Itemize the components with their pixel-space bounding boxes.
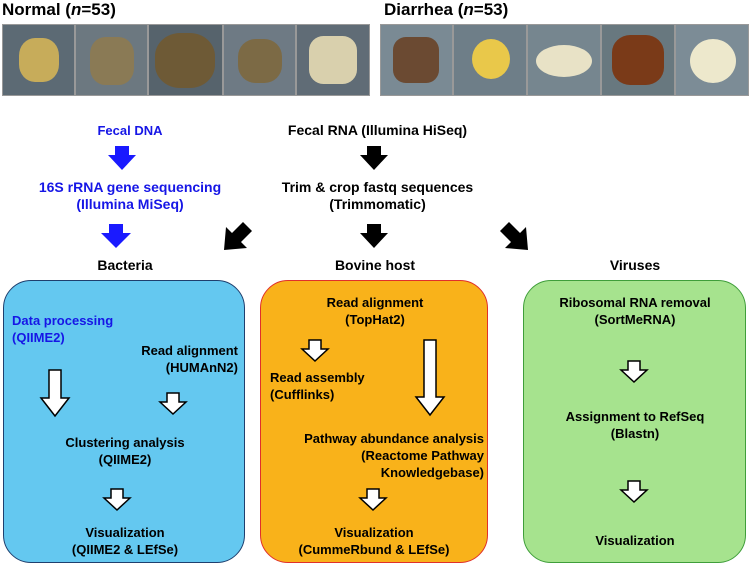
down-arrow-icon (360, 146, 388, 170)
trim-crop-title: Trim & crop fastq sequences (281, 179, 474, 195)
viruses-panel (523, 280, 746, 563)
diarrhea-stool-photo-1 (380, 24, 453, 96)
rrna-removal-title: Ribosomal RNA removal (559, 295, 711, 310)
host-read-alignment-title: Read alignment (326, 295, 424, 310)
normal-stool-photo-2 (75, 24, 148, 96)
trim-crop-step: Trim & crop fastq sequences (Trimmomatic… (245, 179, 510, 213)
normal-stool-photo-4 (223, 24, 296, 96)
bovine-host-label: Bovine host (334, 257, 416, 273)
stool-sample (309, 36, 357, 84)
stool-sample (690, 39, 736, 83)
diarrhea-group-header: Diarrhea (n=53) (384, 0, 508, 20)
refseq-assignment-step: Assignment to RefSeq (Blastn) (530, 408, 740, 442)
clustering-tool: (QIIME2) (98, 452, 152, 467)
bacteria-visualization-step: Visualization (QIIME2 & LEfSe) (20, 524, 230, 558)
read-alignment-step: Read alignment (HUMAnN2) (110, 342, 240, 376)
n-value: =53) (473, 0, 509, 19)
data-processing-step: Data processing (QIIME2) (12, 312, 113, 346)
viruses-label: Viruses (609, 257, 661, 273)
data-processing-title: Data processing (12, 313, 114, 328)
read-alignment-title: Read alignment (141, 343, 238, 358)
visualization-tool: (QIIME2 & LEfSe) (71, 542, 179, 557)
read-alignment-tool: (HUMAnN2) (165, 360, 238, 375)
16s-sequencing-step: 16S rRNA gene sequencing (Illumina MiSeq… (20, 179, 240, 213)
fecal-rna-step: Fecal RNA (Illumina HiSeq) (287, 122, 468, 138)
pathway-tool-line1: (Reactome Pathway (361, 448, 484, 463)
stool-sample (19, 38, 59, 82)
pathway-title: Pathway abundance analysis (304, 431, 484, 446)
read-assembly-title: Read assembly (270, 370, 365, 385)
clustering-title: Clustering analysis (65, 435, 185, 450)
trim-crop-tool: (Trimmomatic) (329, 196, 426, 212)
data-processing-tool: (QIIME2) (12, 330, 65, 345)
normal-stool-photo-5 (296, 24, 370, 96)
16s-sequencing-title: 16S rRNA gene sequencing (38, 179, 222, 195)
stool-sample (238, 39, 282, 83)
down-right-arrow-icon (500, 222, 528, 250)
fecal-dna-step: Fecal DNA (97, 123, 163, 138)
hollow-down-arrow-icon (158, 392, 188, 416)
n-symbol: n (463, 0, 474, 19)
diarrhea-stool-photo-4 (601, 24, 675, 96)
pathway-abundance-step: Pathway abundance analysis (Reactome Pat… (268, 430, 490, 481)
diarrhea-stool-photo-5 (675, 24, 749, 96)
bovine-host-panel (260, 280, 488, 563)
normal-stool-photo-1 (2, 24, 75, 96)
diarrhea-stool-photo-2 (453, 24, 527, 96)
clustering-analysis-step: Clustering analysis (QIIME2) (20, 434, 230, 468)
assignment-tool: (Blastn) (610, 426, 660, 441)
host-visualization-step: Visualization (CummeRbund & LEfSe) (270, 524, 478, 558)
assignment-title: Assignment to RefSeq (565, 409, 705, 424)
pathway-tool-line2: Knowledgebase) (380, 465, 484, 480)
stool-sample (393, 37, 439, 83)
stool-sample (90, 37, 134, 85)
hollow-down-arrow-icon (619, 360, 649, 384)
read-assembly-tool: (Cufflinks) (270, 387, 335, 402)
n-value: =53) (81, 0, 116, 19)
stool-sample (155, 33, 215, 88)
bacteria-label: Bacteria (97, 257, 153, 273)
bacteria-panel (3, 280, 245, 563)
host-read-alignment-step: Read alignment (TopHat2) (275, 294, 475, 328)
stool-sample (536, 45, 592, 77)
diarrhea-label: Diarrhea ( (384, 0, 464, 19)
hollow-down-arrow-icon (300, 339, 330, 363)
down-arrow-icon (101, 224, 131, 248)
normal-group-header: Normal (n=53) (2, 0, 116, 20)
hollow-down-arrow-icon (358, 488, 388, 512)
down-arrow-icon (108, 146, 136, 170)
normal-label: Normal ( (2, 0, 71, 19)
normal-stool-photo-3 (148, 24, 223, 96)
n-symbol: n (70, 0, 82, 19)
stool-sample (612, 35, 664, 85)
hollow-down-arrow-icon (414, 339, 446, 417)
visualization-title: Visualization (85, 525, 165, 540)
hollow-down-arrow-icon (102, 488, 132, 512)
down-left-arrow-icon (224, 222, 252, 250)
rrna-removal-tool: (SortMeRNA) (594, 312, 676, 327)
diarrhea-stool-photo-3 (527, 24, 601, 96)
hollow-down-arrow-icon (39, 369, 71, 418)
hollow-down-arrow-icon (619, 480, 649, 504)
16s-sequencing-tool: (Illumina MiSeq) (76, 196, 184, 212)
host-visualization-title: Visualization (334, 525, 414, 540)
virus-visualization-step: Visualization (595, 533, 675, 548)
stool-sample (472, 39, 510, 79)
rrna-removal-step: Ribosomal RNA removal (SortMeRNA) (530, 294, 740, 328)
read-assembly-step: Read assembly (Cufflinks) (270, 369, 365, 403)
host-read-alignment-tool: (TopHat2) (345, 312, 405, 327)
down-arrow-icon (360, 224, 388, 248)
host-visualization-tool: (CummeRbund & LEfSe) (298, 542, 450, 557)
